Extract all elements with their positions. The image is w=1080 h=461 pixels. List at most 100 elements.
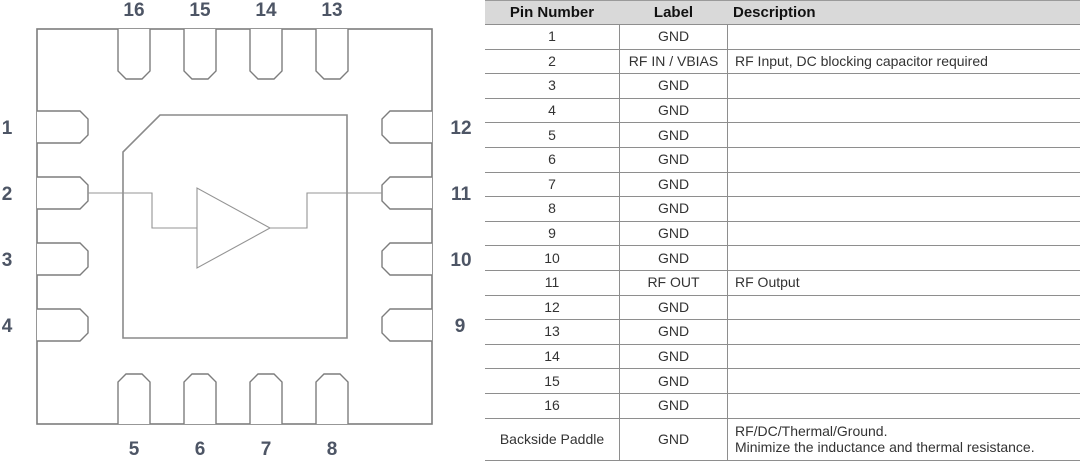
pin-pad-4 <box>37 308 89 342</box>
pin-number-cell: 1 <box>548 28 556 45</box>
pin-label-cell: GND <box>619 418 728 460</box>
pin-pad-10 <box>381 242 432 276</box>
pin-description-cell <box>728 99 1080 123</box>
pin-number-cell: 6 <box>548 151 556 168</box>
pin-description-cell <box>728 296 1080 320</box>
pin-description-cell <box>728 173 1080 197</box>
table-row: 5 GND <box>485 123 1080 148</box>
pin-number-16: 16 <box>123 0 144 21</box>
pin-number-cell: Backside Paddle <box>499 430 605 447</box>
pin-number-15: 15 <box>189 0 211 21</box>
pin-pad-8 <box>315 373 349 424</box>
table-row: 15 GND <box>485 369 1080 394</box>
table-row: 16 GND <box>485 393 1080 419</box>
table-row: 12 GND <box>485 295 1080 321</box>
pin-number-7: 7 <box>261 439 272 460</box>
pin-description-cell <box>728 123 1080 147</box>
pin-number-3: 3 <box>2 250 13 271</box>
pin-number-cell: 8 <box>548 200 556 217</box>
amplifier-icon <box>196 187 272 269</box>
pin-pad-11 <box>381 176 432 210</box>
pin-pad-12 <box>381 110 432 144</box>
table-row: 3 GND <box>485 74 1080 99</box>
pin-description-line-1: RF/DC/Thermal/Ground. <box>735 423 888 440</box>
pin-pad-1 <box>37 110 89 144</box>
pin-pad-6 <box>183 373 217 424</box>
pin-number-1: 1 <box>2 118 13 139</box>
pin-label-cell: GND <box>619 172 728 197</box>
table-row: 13 GND <box>485 320 1080 345</box>
pin-pad-14 <box>249 29 283 80</box>
pin-number-2: 2 <box>2 184 13 205</box>
pin-number-cell: 16 <box>544 397 560 414</box>
pin-description-cell <box>728 74 1080 98</box>
pin-number-9: 9 <box>455 316 466 337</box>
table-row: 4 GND <box>485 98 1080 124</box>
table-row: 9 GND <box>485 221 1080 247</box>
pin-description-cell <box>728 148 1080 172</box>
package-outline <box>36 28 433 425</box>
pin-description-cell: RF Input, DC blocking capacitor required <box>735 52 988 69</box>
pin-description-cell <box>728 320 1080 344</box>
pin-number-cell: 15 <box>544 372 560 389</box>
pin-number-cell: 11 <box>544 274 560 291</box>
table-row: 1 GND <box>485 25 1080 50</box>
pin-number-cell: 7 <box>548 175 556 192</box>
pin-number-cell: 13 <box>544 323 560 340</box>
pin-description-cell <box>728 394 1080 418</box>
pin-label-cell: GND <box>619 295 728 320</box>
table-row: 14 GND <box>485 344 1080 370</box>
pin-number-4: 4 <box>2 316 13 337</box>
pin-number-cell: 4 <box>548 102 556 119</box>
pin-description-line-2: Minimize the inductance and thermal resi… <box>735 439 1035 456</box>
rf-in-wire <box>88 192 197 229</box>
pin-description-cell <box>728 345 1080 369</box>
column-header-description: Description <box>733 4 816 21</box>
table-row: 8 GND <box>485 197 1080 222</box>
pin-number-cell: 3 <box>548 77 556 94</box>
column-header-label: Label <box>653 4 694 21</box>
pin-number-8: 8 <box>327 439 338 460</box>
die-outline <box>122 114 348 339</box>
table-row: 7 GND <box>485 172 1080 198</box>
pin-number-cell: 9 <box>548 225 556 242</box>
pin-number-cell: 2 <box>548 52 556 69</box>
pin-pad-2 <box>37 176 89 210</box>
pin-label-cell: GND <box>619 123 728 147</box>
pin-label-cell: GND <box>619 25 728 49</box>
pin-label-cell: GND <box>619 344 728 369</box>
pinout-svg: 16 15 14 13 1 2 3 4 12 11 10 9 5 6 7 8 <box>2 0 472 460</box>
pin-number-cell: 5 <box>548 126 556 143</box>
pin-label-cell: GND <box>619 98 728 123</box>
pin-label-cell: GND <box>619 197 728 221</box>
rf-out-wire <box>270 192 382 229</box>
table-row: 6 GND <box>485 147 1080 173</box>
pin-number-cell: 14 <box>544 348 560 365</box>
table-header-row: Pin Number Label Description <box>485 0 1080 25</box>
pin-label-cell: GND <box>619 246 728 270</box>
pin-label-cell: GND <box>619 393 728 418</box>
pin-label-cell: GND <box>619 74 728 98</box>
pin-description-cell <box>728 25 1080 49</box>
pin-description-cell <box>728 197 1080 221</box>
pin-description-cell <box>728 369 1080 393</box>
pin-number-cell: 10 <box>544 249 560 266</box>
table-row-backside-paddle: Backside Paddle GND RF/DC/Thermal/Ground… <box>485 418 1080 461</box>
table-row: 10 GND <box>485 246 1080 271</box>
pin-description-cell: RF Output <box>735 274 800 291</box>
pin-description-cell: RF/DC/Thermal/Ground. Minimize the induc… <box>728 419 1080 461</box>
column-header-pin-number: Pin Number <box>509 4 595 21</box>
pin-description-cell <box>728 246 1080 270</box>
pin-number-11: 11 <box>451 184 472 205</box>
pin-pad-16 <box>117 29 151 80</box>
table-row: 2 RF IN / VBIAS RF Input, DC blocking ca… <box>485 49 1080 75</box>
pin-label-cell: GND <box>619 369 728 393</box>
pin-label-cell: RF OUT <box>619 270 728 295</box>
pin-pad-15 <box>183 29 217 80</box>
pin-label-cell: GND <box>619 147 728 172</box>
pin-number-14: 14 <box>255 0 277 21</box>
table-row: 11 RF OUT RF Output <box>485 270 1080 296</box>
pin-number-13: 13 <box>321 0 342 21</box>
pin-pad-5 <box>117 373 151 424</box>
